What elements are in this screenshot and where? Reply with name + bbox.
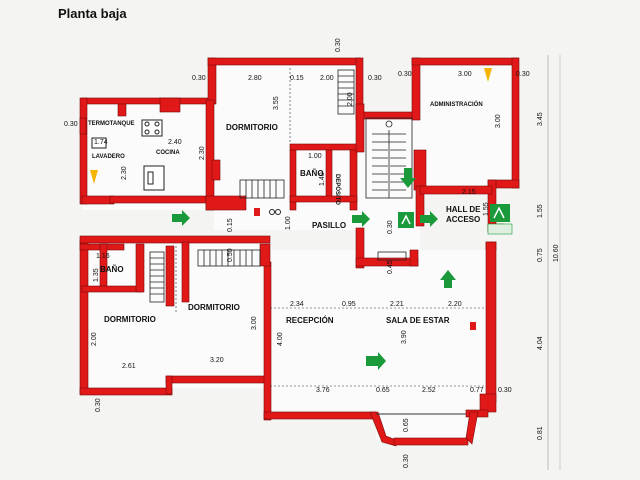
dim: 2.00: [320, 75, 334, 82]
dim: 1.74: [94, 139, 108, 146]
dim: 2.20: [448, 301, 462, 308]
label-deposito: DEPÓSITO: [334, 174, 342, 205]
dimension-labels: 0.30 0.30 2.80 0.15 2.00 0.30 0.30 3.00 …: [64, 38, 560, 468]
label-bano-left: BAÑO: [100, 265, 124, 274]
dim: 2.00: [91, 332, 98, 346]
floor-fill: [82, 60, 512, 440]
dim: 4.04: [537, 336, 544, 350]
dim: 1.00: [285, 216, 292, 230]
dim: 2.80: [248, 75, 262, 82]
dim: 3.00: [458, 71, 472, 78]
dim: 0.30: [335, 38, 342, 52]
dim: 2.34: [290, 301, 304, 308]
dim: 2.21: [390, 301, 404, 308]
dim: 2.30: [121, 166, 128, 180]
dim: 1.16: [96, 253, 110, 260]
dim: 0.45: [387, 260, 394, 274]
dim: 1.00: [308, 153, 322, 160]
dim: 1.55: [537, 204, 544, 218]
dim: 0.75: [537, 248, 544, 262]
dim: 0.65: [376, 387, 390, 394]
dim: 0.77: [470, 387, 484, 394]
dim: 0.95: [342, 301, 356, 308]
dim: 2.30: [199, 146, 206, 160]
dim: 3.90: [401, 330, 408, 344]
label-termotanque: TERMOTANQUE: [88, 121, 135, 127]
dim: 3.55: [273, 96, 280, 110]
dim: 0.30: [64, 121, 78, 128]
dim: 0.30: [368, 75, 382, 82]
dim: 0.15: [227, 218, 234, 232]
label-hall: HALL DE: [446, 205, 481, 214]
dim: 2.40: [168, 139, 182, 146]
dim: 0.65: [403, 418, 410, 432]
dim: 3.20: [210, 357, 224, 364]
label-bano-top: BAÑO: [300, 169, 324, 178]
label-dormitorio-left: DORMITORIO: [104, 315, 156, 324]
dim: 0.30: [192, 75, 206, 82]
staircase-corridor: [149, 249, 407, 303]
sink-icon: [143, 165, 165, 191]
dim: 0.50: [227, 248, 234, 262]
staircase-main: [365, 117, 413, 199]
label-lavadero: LAVADERO: [92, 154, 125, 160]
label-administracion: ADMINISTRACIÓN: [430, 100, 483, 108]
label-pasillo: PASILLO: [312, 221, 346, 230]
staircase-small-top: [239, 69, 355, 199]
dim: 1.35: [93, 268, 100, 282]
dim: 0.15: [290, 75, 304, 82]
dim: 0.30: [398, 71, 412, 78]
dim: 2.00: [347, 92, 354, 106]
dim: 10.60: [553, 244, 560, 262]
stove-icon: [141, 119, 163, 137]
dim: 0.30: [516, 71, 530, 78]
electric-hazard-icon: [90, 68, 492, 184]
dashed-lines: [175, 68, 486, 387]
dim: 0.30: [95, 398, 102, 412]
fire-extinguisher-icon: [254, 208, 476, 330]
label-acceso: ACCESO: [446, 215, 480, 224]
dim: 3.00: [251, 316, 258, 330]
label-sala: SALA DE ESTAR: [386, 316, 450, 325]
room-labels: TERMOTANQUE LAVADERO COCINA DORMITORIO B…: [88, 100, 483, 325]
dim: 1.55: [483, 202, 490, 216]
dim: 2.61: [122, 363, 136, 370]
dim: 0.81: [537, 426, 544, 440]
dim: 2.15: [462, 189, 476, 196]
dim: 0.30: [498, 387, 512, 394]
washer-icon: [91, 137, 107, 149]
walls: [79, 57, 520, 447]
dim: 1.40: [319, 172, 326, 186]
dim: 4.00: [277, 332, 284, 346]
exit-sign-icon: [398, 204, 513, 235]
evacuation-arrows: [172, 168, 456, 370]
dim: 0.30: [387, 220, 394, 234]
label-cocina: COCINA: [156, 150, 180, 156]
label-dormitorio-mid: DORMITORIO: [188, 303, 240, 312]
dim: 2.52: [422, 387, 436, 394]
dim: 3.00: [495, 114, 502, 128]
page-title: Planta baja: [58, 6, 127, 21]
label-recepcion: RECEPCIÓN: [286, 316, 334, 325]
label-dormitorio-top: DORMITORIO: [226, 123, 278, 132]
dim: 0.30: [403, 454, 410, 468]
dim: 3.76: [316, 387, 330, 394]
dim: 3.45: [537, 112, 544, 126]
